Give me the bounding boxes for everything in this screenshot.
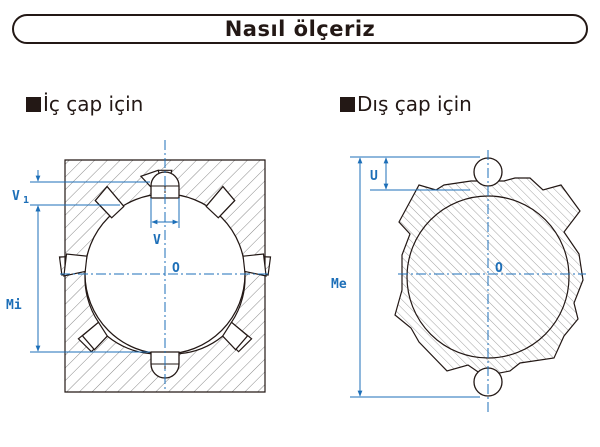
bullet-square-icon xyxy=(340,96,355,112)
center-label-left: O xyxy=(172,261,180,276)
bullet-square-icon xyxy=(26,96,41,112)
dimensions-right xyxy=(350,156,480,398)
center-lines-right xyxy=(398,150,586,415)
internal-tooth-slots xyxy=(63,185,267,351)
me-label: Me xyxy=(331,277,347,292)
center-label-right: O xyxy=(495,261,503,276)
external-diameter-caption-text: Dış çap için xyxy=(357,92,472,116)
page-title: Nasıl ölçeriz xyxy=(224,17,376,41)
title-bar: Nasıl ölçeriz xyxy=(12,14,588,44)
external-diameter-caption: Dış çap için xyxy=(340,92,472,116)
internal-diameter-caption-text: İç çap için xyxy=(43,92,144,116)
v1-subscript: 1 xyxy=(23,195,29,206)
v1-label: V xyxy=(12,189,20,204)
dimensions-left xyxy=(30,170,180,353)
internal-spline-drawing: V 1 V Mi O xyxy=(6,140,272,393)
internal-diameter-caption: İç çap için xyxy=(26,92,143,116)
hatched-gear xyxy=(394,177,584,377)
external-spline-drawing: U Me O xyxy=(331,150,586,415)
v-label: V xyxy=(153,233,161,248)
mi-label: Mi xyxy=(6,298,22,313)
u-label: U xyxy=(370,169,378,184)
center-lines-left xyxy=(60,140,268,392)
